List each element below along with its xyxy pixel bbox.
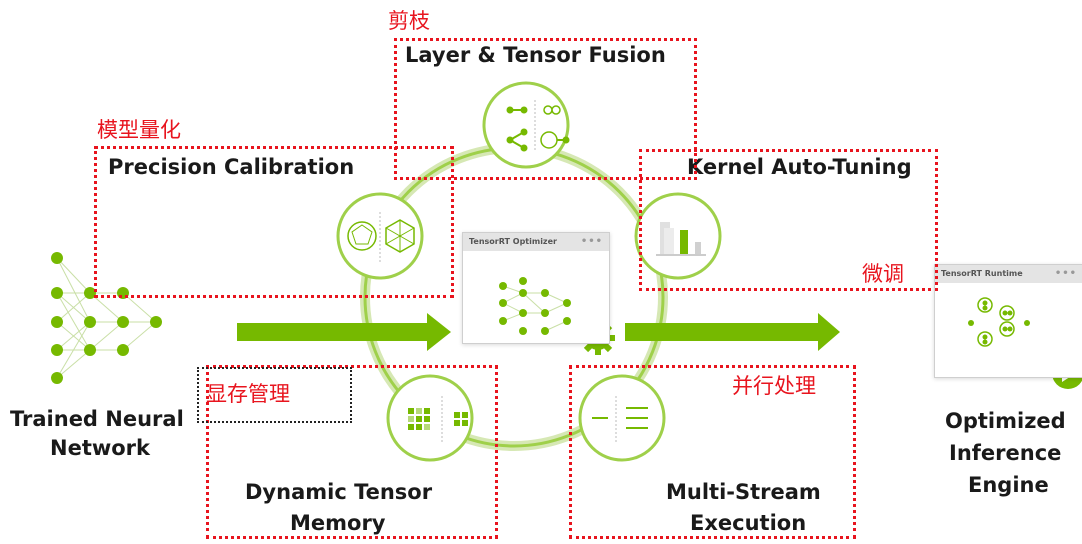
finetune-box: [639, 149, 938, 291]
parallel-annotation: 并行处理: [732, 374, 816, 398]
finetune-annotation: 微调: [862, 262, 904, 286]
runtime-window-titlebar: TensorRT Runtime •••: [935, 265, 1082, 283]
optimizer-network-icon: [499, 277, 571, 335]
optimizer-window-title: TensorRT Optimizer: [469, 237, 557, 246]
memory-label-box: [197, 367, 352, 423]
fusion-icon: [482, 81, 570, 169]
optimizer-window-titlebar: TensorRT Optimizer •••: [463, 233, 609, 251]
pruning-annotation: 剪枝: [388, 9, 430, 33]
trained-network-label-line2: Network: [50, 436, 151, 460]
runtime-network-icon: [968, 297, 1030, 347]
precision-calibration-label: Precision Calibration: [108, 155, 355, 179]
quantization-annotation: 模型量化: [97, 118, 181, 142]
multi-stream-label-line2: Execution: [690, 511, 807, 535]
precision-icon: [336, 192, 424, 280]
parallel-box: [569, 365, 856, 539]
runtime-window: TensorRT Runtime •••: [934, 264, 1082, 378]
dynamic-memory-label-line1: Dynamic Tensor: [245, 480, 433, 504]
optimized-engine-label-line2: Inference: [949, 441, 1062, 465]
memory-box: [206, 365, 498, 539]
quantization-box: [94, 146, 454, 298]
trained-network-nodes: [51, 252, 162, 384]
memory-icon: [386, 374, 474, 462]
output-arrow: [625, 313, 840, 351]
runtime-window-title: TensorRT Runtime: [941, 269, 1023, 278]
trained-network-label-line1: Trained Neural: [10, 407, 184, 431]
optimized-engine-label-line3: Engine: [968, 473, 1049, 497]
kernel-auto-tuning-label: Kernel Auto-Tuning: [687, 155, 912, 179]
optimized-engine-label-line1: Optimized: [945, 409, 1066, 433]
multi-stream-label-line1: Multi-Stream: [666, 480, 821, 504]
dynamic-memory-label-line2: Memory: [290, 511, 386, 535]
window-menu-icon: •••: [1054, 268, 1077, 279]
multistream-icon: [578, 374, 666, 462]
window-menu-icon: •••: [580, 236, 603, 247]
pruning-box: [394, 38, 697, 180]
input-arrow: [237, 313, 451, 351]
trained-network-icon: [56, 257, 157, 379]
layer-fusion-label: Layer & Tensor Fusion: [405, 43, 666, 67]
kernel-icon: [634, 192, 722, 280]
memory-annotation: 显存管理: [206, 382, 290, 406]
optimizer-window: TensorRT Optimizer •••: [462, 232, 610, 344]
